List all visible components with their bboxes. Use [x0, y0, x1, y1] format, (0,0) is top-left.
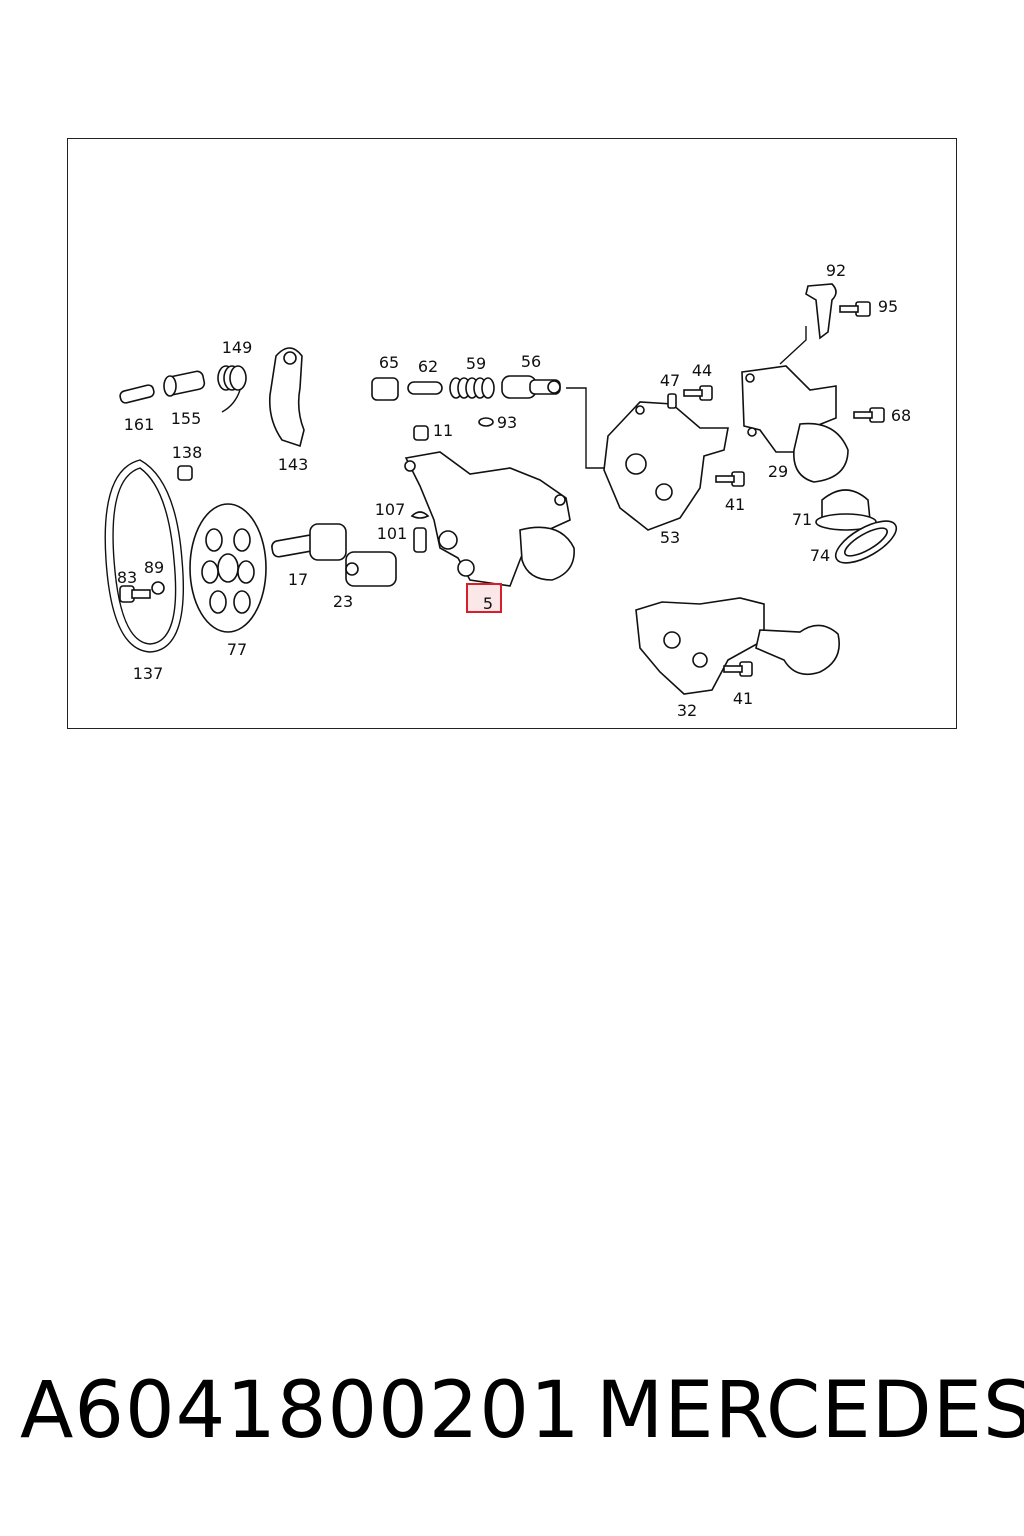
callout-92[interactable]: 92 — [825, 261, 847, 280]
callout-29[interactable]: 29 — [767, 462, 789, 481]
callout-56[interactable]: 56 — [520, 352, 542, 371]
callout-77[interactable]: 77 — [226, 640, 248, 659]
part-pin-161 — [119, 384, 155, 404]
part-chain-137 — [104, 459, 185, 653]
part-number: A6041800201 — [20, 1366, 581, 1456]
part-cover-53 — [603, 401, 729, 531]
callout-17[interactable]: 17 — [287, 570, 309, 589]
callout-32[interactable]: 32 — [676, 701, 698, 720]
part-bolt-68 — [853, 407, 885, 423]
part-bolt-95 — [839, 301, 871, 317]
part-seal-74 — [834, 520, 898, 564]
callout-65[interactable]: 65 — [378, 353, 400, 372]
callout-53[interactable]: 53 — [659, 528, 681, 547]
part-11 — [413, 425, 429, 441]
part-bolt-41-lower — [723, 661, 753, 677]
callout-47[interactable]: 47 — [659, 371, 681, 390]
part-thermostat-71 — [815, 489, 877, 531]
highlighted-callout-box[interactable] — [466, 583, 502, 613]
part-thermostat-housing-29 — [741, 365, 849, 483]
callout-44[interactable]: 44 — [691, 361, 713, 380]
callout-41-upper[interactable]: 41 — [724, 495, 746, 514]
callout-138[interactable]: 138 — [171, 443, 203, 462]
part-bolt-44 — [683, 385, 713, 401]
callout-89[interactable]: 89 — [143, 558, 165, 577]
part-sprocket-77 — [189, 503, 267, 633]
brand-name: MERCEDES — [596, 1366, 1024, 1456]
callout-143[interactable]: 143 — [277, 455, 309, 474]
callout-93[interactable]: 93 — [496, 413, 518, 432]
part-washer-89 — [151, 581, 165, 595]
callout-5[interactable]: 5 — [482, 594, 494, 613]
callout-11[interactable]: 11 — [432, 421, 454, 440]
part-bolt-41-upper — [715, 471, 745, 487]
callout-83[interactable]: 83 — [116, 568, 138, 587]
callout-107[interactable]: 107 — [374, 500, 406, 519]
callout-62[interactable]: 62 — [417, 357, 439, 376]
callout-74[interactable]: 74 — [809, 546, 831, 565]
part-bolt-83 — [119, 585, 151, 603]
part-101 — [413, 527, 427, 553]
part-138 — [177, 465, 193, 481]
part-lever-143 — [268, 347, 305, 448]
part-47 — [667, 393, 677, 409]
part-row-65-56 — [371, 375, 604, 469]
part-93 — [478, 417, 494, 427]
part-gear-23 — [345, 551, 397, 587]
callout-95[interactable]: 95 — [877, 297, 899, 316]
part-bracket-92 — [779, 283, 837, 365]
callout-23[interactable]: 23 — [332, 592, 354, 611]
part-housing-32 — [635, 597, 840, 695]
callout-161[interactable]: 161 — [123, 415, 155, 434]
part-pump-housing-5 — [404, 451, 575, 587]
callout-149[interactable]: 149 — [221, 338, 253, 357]
callout-68[interactable]: 68 — [890, 406, 912, 425]
callout-155[interactable]: 155 — [170, 409, 202, 428]
part-107 — [410, 511, 430, 519]
callout-101[interactable]: 101 — [376, 524, 408, 543]
part-sleeve-155 — [163, 370, 206, 397]
callout-137[interactable]: 137 — [132, 664, 164, 683]
callout-41-lower[interactable]: 41 — [732, 689, 754, 708]
part-spring-149 — [217, 365, 247, 413]
part-gear-17 — [271, 523, 347, 561]
callout-71[interactable]: 71 — [791, 510, 813, 529]
callout-59[interactable]: 59 — [465, 354, 487, 373]
